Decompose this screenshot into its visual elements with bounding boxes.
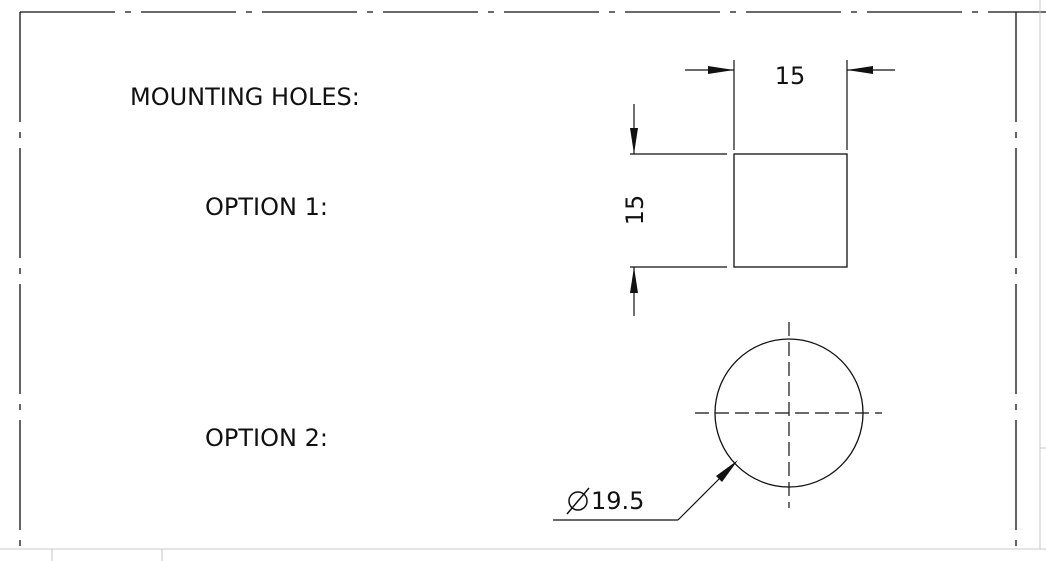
option-1-square <box>733 153 848 268</box>
drawing-border <box>19 11 1046 548</box>
option-1-label: OPTION 1: <box>205 193 328 221</box>
diameter-value: 19.5 <box>591 487 644 515</box>
width-dimension-value: 15 <box>775 62 806 90</box>
diameter-symbol <box>566 487 590 515</box>
diameter-arrow <box>716 460 738 482</box>
height-arrow-bottom <box>630 267 638 293</box>
section-title: MOUNTING HOLES: <box>130 83 360 111</box>
height-dimension-value: 15 <box>621 195 649 226</box>
width-arrow-right <box>847 66 873 74</box>
option-2-label: OPTION 2: <box>205 424 328 452</box>
circle-centerlines <box>695 322 882 508</box>
height-arrow-top <box>630 128 638 154</box>
width-arrow-left <box>708 66 734 74</box>
